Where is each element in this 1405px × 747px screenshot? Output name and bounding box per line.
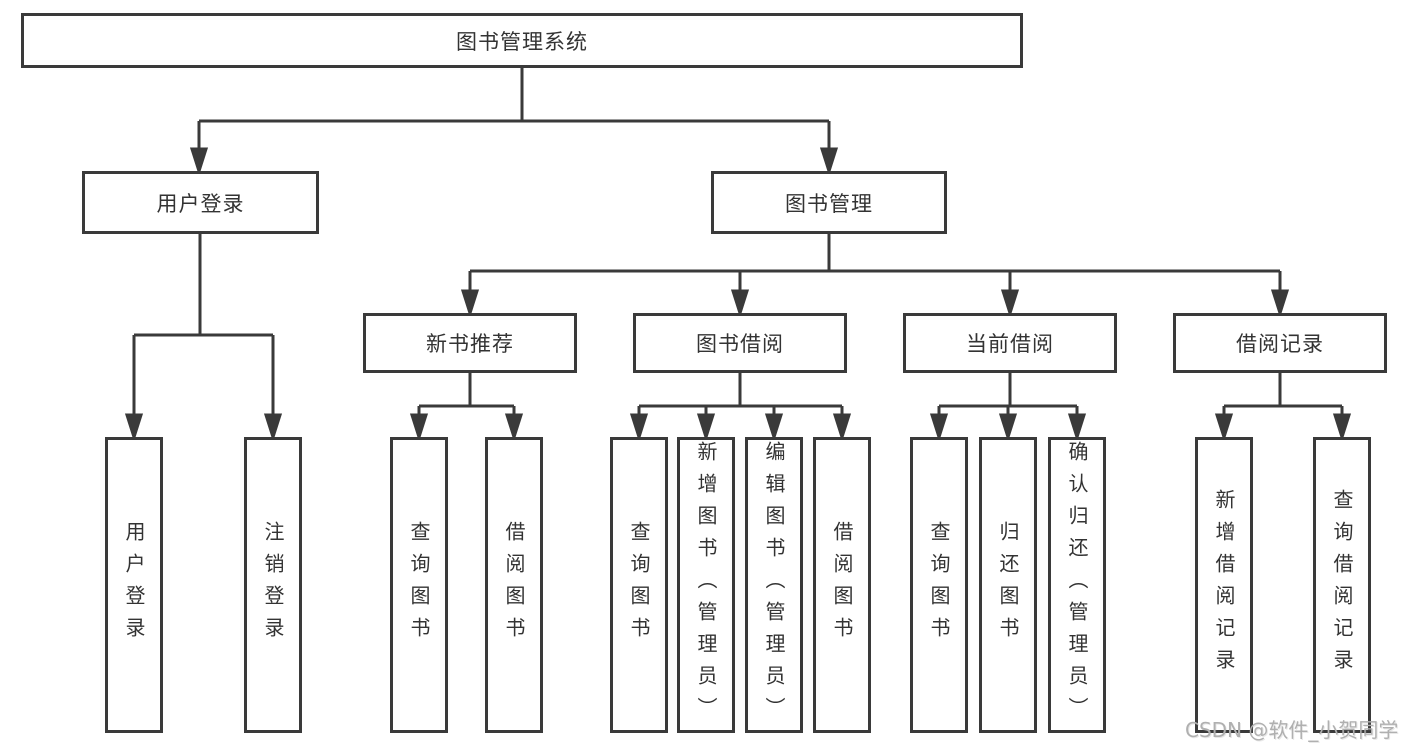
connector-login-fan: [124, 234, 283, 442]
leaf-borrow-books-1-label: 借阅图书: [502, 521, 526, 649]
leaf-return-books: 归还图书: [979, 437, 1037, 733]
node-user-login-label: 用户登录: [156, 191, 245, 216]
leaf-return-books-label: 归还图书: [996, 521, 1020, 649]
leaf-query-books-1: 查询图书: [390, 437, 448, 733]
leaf-add-books-admin-label: 新增图书（管理员）: [694, 441, 718, 729]
node-library-management-system: 图书管理系统: [21, 13, 1023, 68]
node-user-login: 用户登录: [82, 171, 319, 234]
leaf-edit-books-admin: 编辑图书（管理员）: [745, 437, 803, 733]
node-current-borrow: 当前借阅: [903, 313, 1117, 373]
leaf-add-borrow-record-label: 新增借阅记录: [1212, 489, 1236, 681]
connector-root-fan: [189, 68, 839, 176]
connector-current-fan: [929, 373, 1087, 442]
leaf-add-borrow-record: 新增借阅记录: [1195, 437, 1253, 733]
leaf-confirm-return-admin: 确认归还（管理员）: [1048, 437, 1106, 733]
node-library-management-system-label: 图书管理系统: [456, 29, 588, 54]
leaf-logout-label: 注销登录: [261, 521, 285, 649]
node-current-borrow-label: 当前借阅: [966, 332, 1054, 356]
leaf-confirm-return-admin-label: 确认归还（管理员）: [1065, 441, 1089, 729]
node-book-borrow-label: 图书借阅: [696, 332, 784, 356]
leaf-logout: 注销登录: [244, 437, 302, 733]
connector-borrow-fan: [629, 373, 852, 442]
node-borrow-records: 借阅记录: [1173, 313, 1387, 373]
leaf-query-books-3-label: 查询图书: [927, 521, 951, 649]
node-book-borrow: 图书借阅: [633, 313, 847, 373]
leaf-query-books-2-label: 查询图书: [627, 521, 651, 649]
leaf-query-borrow-record: 查询借阅记录: [1313, 437, 1371, 733]
node-book-management-label: 图书管理: [785, 191, 873, 216]
leaf-query-books-2: 查询图书: [610, 437, 668, 733]
leaf-borrow-books-2: 借阅图书: [813, 437, 871, 733]
leaf-user-login: 用户登录: [105, 437, 163, 733]
leaf-query-books-3: 查询图书: [910, 437, 968, 733]
leaf-user-login-label: 用户登录: [122, 521, 146, 649]
node-new-book-recommend: 新书推荐: [363, 313, 577, 373]
node-new-book-recommend-label: 新书推荐: [426, 332, 514, 356]
connector-records-fan: [1214, 373, 1352, 442]
connector-recommend-fan: [409, 373, 524, 442]
leaf-query-books-1-label: 查询图书: [407, 521, 431, 649]
connector-mgmt-fan: [460, 234, 1290, 318]
node-book-management: 图书管理: [711, 171, 947, 234]
leaf-borrow-books-2-label: 借阅图书: [830, 521, 854, 649]
leaf-query-borrow-record-label: 查询借阅记录: [1330, 489, 1354, 681]
csdn-watermark: CSDN @软件_小贺同学: [1185, 718, 1399, 742]
leaf-borrow-books-1: 借阅图书: [485, 437, 543, 733]
leaf-edit-books-admin-label: 编辑图书（管理员）: [762, 441, 786, 729]
node-borrow-records-label: 借阅记录: [1236, 332, 1324, 356]
leaf-add-books-admin: 新增图书（管理员）: [677, 437, 735, 733]
